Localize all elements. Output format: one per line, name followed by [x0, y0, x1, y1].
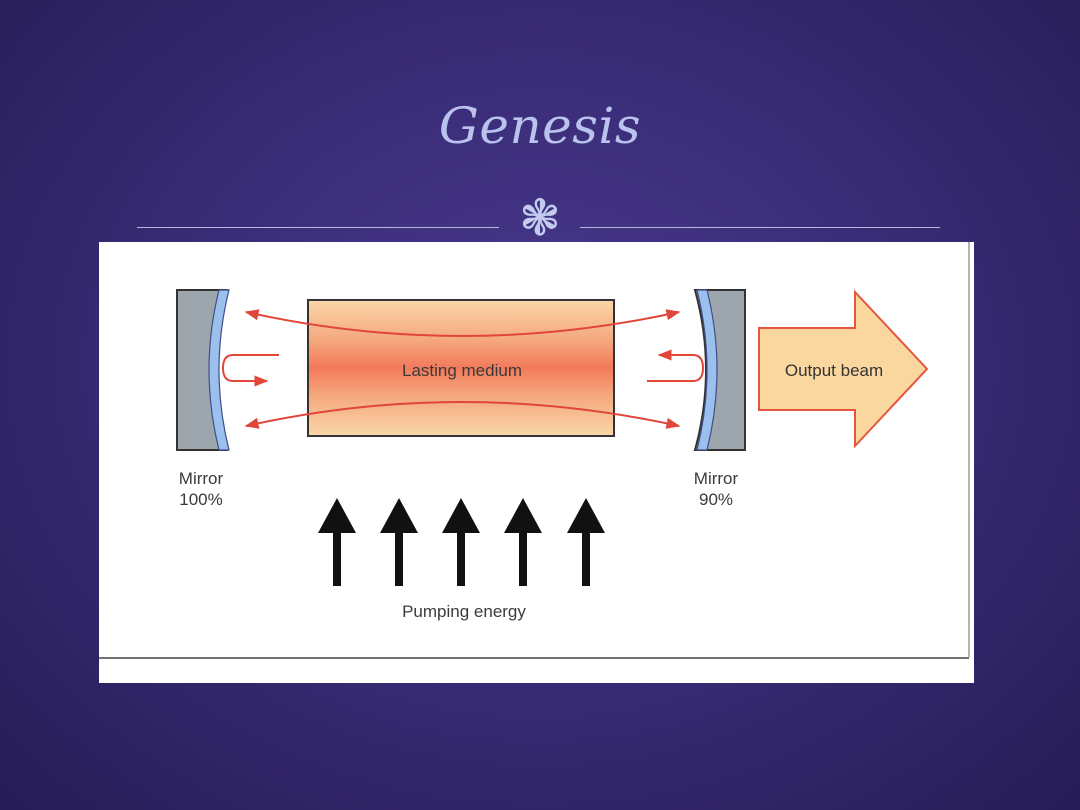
pump-arrow-icon [567, 498, 605, 586]
output-beam-arrow [758, 289, 929, 449]
mirror-right-caption: Mirror 90% [676, 468, 756, 510]
pumping-energy-label: Pumping energy [402, 602, 526, 621]
pump-arrow-icon [442, 498, 480, 586]
reflection-left-icon [221, 354, 279, 387]
title-divider-left [137, 227, 499, 228]
mirror-right-name: Mirror [693, 469, 739, 488]
pump-arrow-icon [504, 498, 542, 586]
ornament-icon: ❃ [519, 189, 561, 247]
medium-label: Lasting medium [401, 361, 522, 380]
mirror-right [693, 289, 746, 451]
mirror-right-reflectivity: 90% [698, 490, 734, 509]
pump-arrow-icon [318, 498, 356, 586]
slide-title: Genesis [438, 97, 642, 155]
mirror-left [176, 289, 230, 451]
laser-diagram: Lasting medium Output beam Mirror 100% M… [99, 242, 974, 683]
beam-upper [244, 309, 681, 337]
reflection-right-icon [647, 349, 705, 382]
mirror-left-name: Mirror [178, 469, 224, 488]
pump-arrows [318, 498, 605, 586]
lasing-medium [307, 299, 615, 437]
title-divider-right [580, 227, 940, 228]
beam-lower [244, 401, 681, 429]
laser-diagram-canvas [99, 242, 970, 659]
mirror-left-reflectivity: 100% [179, 490, 223, 509]
mirror-left-caption: Mirror 100% [161, 468, 241, 510]
pump-arrow-icon [380, 498, 418, 586]
output-beam-label: Output beam [784, 361, 884, 380]
